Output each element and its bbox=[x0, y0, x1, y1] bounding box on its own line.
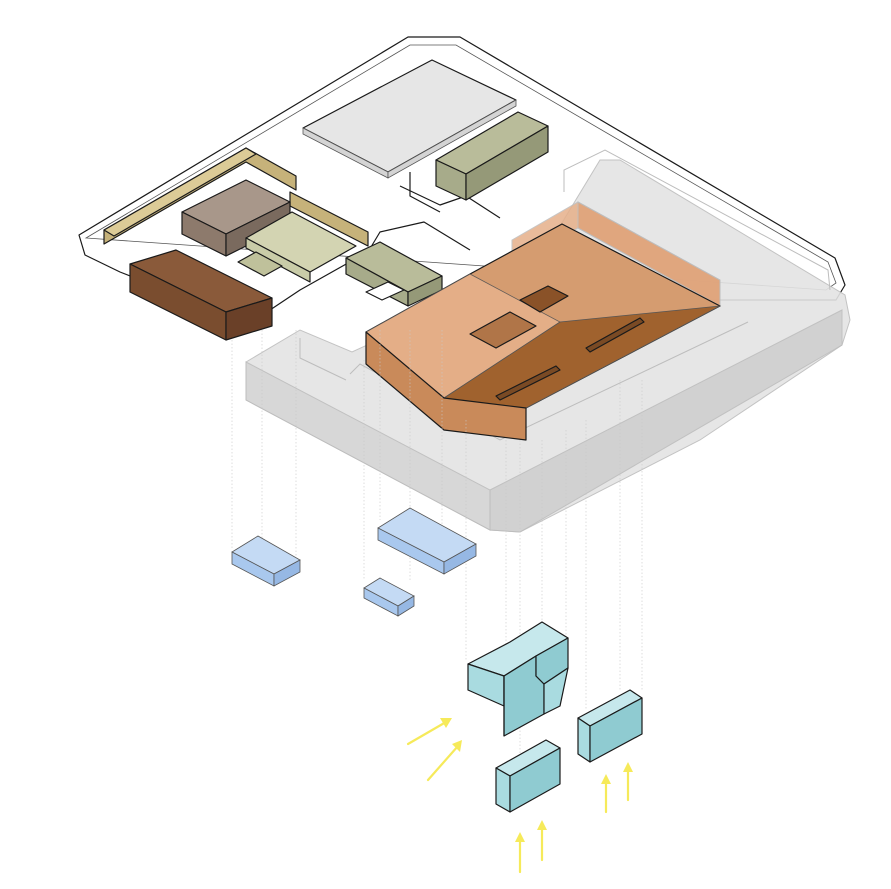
blue-void-center bbox=[377, 507, 477, 575]
blue-void-left bbox=[231, 535, 301, 587]
taupe-block bbox=[181, 179, 291, 257]
yellow-arrow-icon bbox=[623, 762, 633, 802]
ochre-strip-block bbox=[103, 147, 369, 247]
light-olive-plane bbox=[237, 211, 357, 283]
cyan-void-t-shape bbox=[467, 621, 569, 737]
cyan-void-right bbox=[577, 689, 643, 763]
yellow-arrow-icon bbox=[426, 740, 462, 782]
brown-block bbox=[129, 249, 273, 341]
yellow-arrow-icon bbox=[537, 820, 547, 862]
blue-void-small bbox=[363, 577, 415, 617]
yellow-arrow-icon bbox=[515, 832, 525, 874]
yellow-arrow-icon bbox=[406, 718, 452, 746]
olive-block-center bbox=[345, 241, 443, 307]
cyan-void-bottom bbox=[495, 739, 561, 813]
airflow-arrows bbox=[406, 718, 633, 874]
olive-block-roof bbox=[435, 111, 549, 201]
terracotta-main-volume bbox=[365, 201, 721, 441]
yellow-arrow-icon bbox=[601, 774, 611, 814]
